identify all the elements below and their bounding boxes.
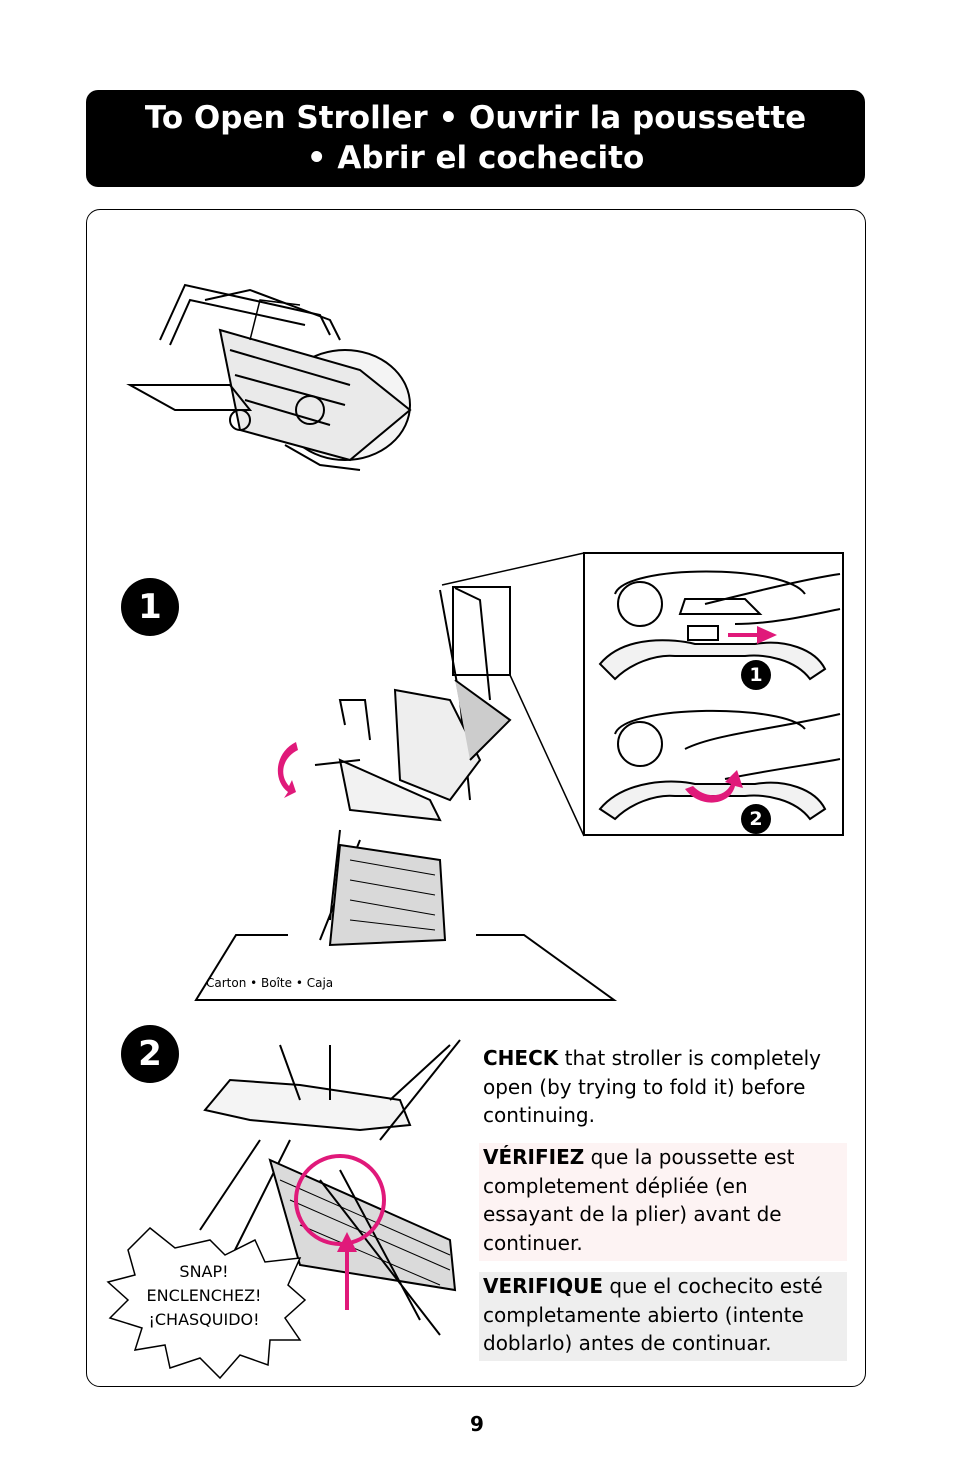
instruction-panel <box>86 209 866 1387</box>
folded-stroller-illustration <box>126 283 412 471</box>
instruction-english-text: that stroller is completely open (by try… <box>483 1046 822 1127</box>
instruction-english: CHECK that stroller is completely open (… <box>479 1044 847 1130</box>
step-1-badge: 1 <box>121 578 179 636</box>
locked-frame-illustration <box>199 1039 461 1336</box>
snap-line-1: SNAP! <box>179 1262 229 1281</box>
instruction-french-text: que la poussette est completement déplié… <box>483 1145 795 1255</box>
handle-detail-illustration <box>598 570 841 821</box>
title-line-2: • Abrir el cochecito <box>306 140 645 176</box>
inset-sub-step-2-badge: 2 <box>741 804 771 834</box>
instruction-english-keyword: CHECK <box>483 1046 559 1070</box>
snap-starburst <box>106 1226 307 1380</box>
twist-arrow-icon <box>685 770 743 803</box>
zoom-lines <box>441 552 585 837</box>
instruction-french: VÉRIFIEZ que la poussette est completeme… <box>479 1143 847 1261</box>
instruction-spanish-text: que el cochecito esté completamente abie… <box>483 1274 823 1355</box>
snap-line-2: ENCLENCHEZ! <box>146 1286 262 1305</box>
carton-outline <box>194 934 618 1001</box>
highlight-circle <box>294 1154 386 1246</box>
title-line-1: To Open Stroller • Ouvrir la poussette <box>144 100 807 136</box>
pull-arrow-icon <box>728 626 777 644</box>
instruction-french-keyword: VÉRIFIEZ <box>483 1145 585 1169</box>
rotate-arrow-icon <box>277 742 298 798</box>
handle-release-inset: 1 2 <box>583 552 844 836</box>
snap-callout: SNAP! ENCLENCHEZ! ¡CHASQUIDO! <box>124 1260 284 1332</box>
carton-label: Carton • Boîte • Caja <box>206 976 334 990</box>
page-title: To Open Stroller • Ouvrir la poussette •… <box>86 90 865 187</box>
instruction-spanish-keyword: VERIFIQUE <box>483 1274 603 1298</box>
snap-line-3: ¡CHASQUIDO! <box>148 1310 260 1329</box>
instruction-spanish: VERIFIQUE que el cochecito esté completa… <box>479 1272 847 1361</box>
unfolding-stroller-illustration <box>314 587 512 947</box>
inset-sub-step-1-badge: 1 <box>741 660 771 690</box>
push-arrow-icon <box>337 1232 357 1310</box>
step-2-badge: 2 <box>121 1025 179 1083</box>
page-number: 9 <box>470 1412 484 1436</box>
